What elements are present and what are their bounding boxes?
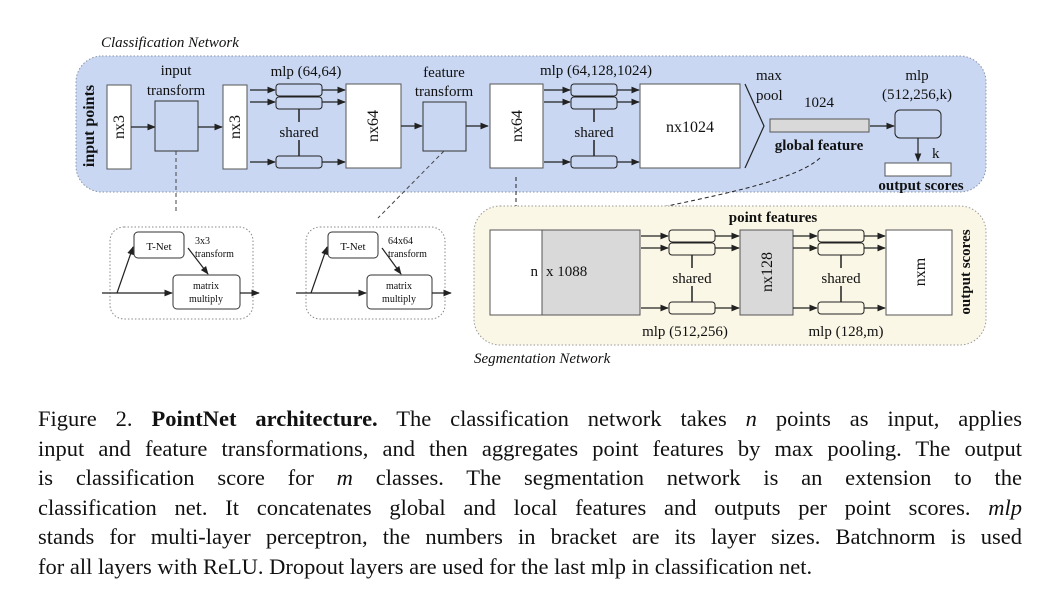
mlp3-block bbox=[894, 109, 942, 139]
transformed-points-block bbox=[222, 84, 248, 170]
maxpool-label-1: max bbox=[756, 68, 782, 84]
nx128-label: nx128 bbox=[759, 252, 776, 292]
caption-line-6: for all layers with ReLU. Dropout layers… bbox=[38, 552, 1022, 582]
nx64-b-block bbox=[489, 83, 544, 169]
transformed-points-label: nx3 bbox=[227, 115, 244, 139]
concat-dim-label: x 1088 bbox=[546, 264, 587, 280]
caption-text: is classification score for bbox=[38, 465, 314, 490]
seg-mlp2-label: mlp (128,m) bbox=[809, 324, 884, 340]
caption-text: input and feature transformations, and t… bbox=[38, 435, 1022, 461]
caption-var-n: n bbox=[745, 406, 757, 431]
feature-transform-block bbox=[422, 101, 467, 152]
feature-transform-label-1: feature bbox=[423, 65, 465, 81]
nxm-label: nxm bbox=[912, 257, 929, 286]
tnet-transform-label-1b: transform bbox=[195, 249, 234, 260]
concat-n-label: n bbox=[531, 264, 539, 280]
output-scores-label: output scores bbox=[878, 178, 963, 194]
dashed-connector bbox=[591, 157, 821, 224]
nx64-b-label: nx64 bbox=[509, 110, 526, 142]
seg-shared-label-1: shared bbox=[672, 271, 712, 287]
caption-line-3: is classification score for m classes. T… bbox=[38, 463, 1022, 493]
caption-line-5: stands for multi-layer perceptron, the n… bbox=[38, 522, 1022, 552]
nx64-block bbox=[345, 83, 402, 169]
input-transform-block bbox=[154, 100, 199, 152]
matrix-multiply-label-1b: multiply bbox=[189, 294, 223, 305]
caption-line-4: classification net. It concatenates glob… bbox=[38, 493, 1022, 523]
classification-title: Classification Network bbox=[101, 35, 239, 51]
tnet-transform-label-2a: 64x64 bbox=[388, 236, 413, 247]
shared-label: shared bbox=[279, 125, 319, 141]
tnet-box-2 bbox=[296, 226, 452, 320]
matrix-multiply-label-2b: multiply bbox=[382, 294, 416, 305]
input-block-label: nx3 bbox=[111, 115, 128, 139]
caption-line-1: Figure 2. PointNet architecture. The cla… bbox=[38, 404, 1022, 434]
feature-transform-label-2: transform bbox=[415, 84, 474, 100]
k-label: k bbox=[932, 146, 940, 162]
concat-local-block bbox=[489, 229, 543, 316]
figure-label: Figure 2. bbox=[38, 406, 133, 431]
caption-text: classification net. It concatenates glob… bbox=[38, 494, 971, 520]
tnet-box-1 bbox=[102, 226, 260, 320]
nx64-label: nx64 bbox=[365, 110, 382, 142]
input-points-label: input points bbox=[81, 85, 98, 167]
figure-caption: Figure 2. PointNet architecture. The cla… bbox=[38, 404, 1022, 581]
caption-text: The classification network takes bbox=[396, 406, 727, 431]
nx1024-block bbox=[639, 83, 741, 169]
segmentation-title: Segmentation Network bbox=[474, 351, 611, 367]
caption-text: for all layers with ReLU. Dropout layers… bbox=[38, 553, 813, 579]
seg-mlp1-label: mlp (512,256) bbox=[642, 324, 728, 340]
mlp1-label: mlp (64,64) bbox=[271, 64, 342, 80]
mlp2-label: mlp (64,128,1024) bbox=[540, 63, 652, 79]
point-features-label: point features bbox=[729, 210, 818, 226]
seg-mlp2-group bbox=[793, 229, 886, 315]
nxm-block bbox=[885, 229, 953, 316]
global-feature-label: global feature bbox=[775, 138, 864, 154]
input-transform-label-1: input bbox=[161, 63, 193, 79]
nx128-block bbox=[739, 229, 794, 316]
tnet-label-1: T-Net bbox=[146, 241, 171, 253]
matrix-multiply-label-2a: matrix bbox=[386, 281, 412, 292]
input-transform-label-2: transform bbox=[147, 83, 206, 99]
pointnet-diagram: Classification Network input points nx3 … bbox=[75, 35, 987, 367]
tnet-label-2: T-Net bbox=[340, 241, 365, 253]
concat-global-block bbox=[541, 229, 641, 316]
caption-line-2: input and feature transformations, and t… bbox=[38, 434, 1022, 464]
tnet-transform-label-2b: transform bbox=[388, 249, 427, 260]
global-dim-label: 1024 bbox=[804, 95, 835, 111]
shared-label-2: shared bbox=[574, 125, 614, 141]
output-scores-block bbox=[884, 162, 952, 177]
caption-title: PointNet architecture. bbox=[151, 406, 378, 431]
nx1024-label: nx1024 bbox=[666, 119, 714, 136]
maxpool-shape bbox=[744, 83, 765, 169]
dashed-connector bbox=[377, 150, 445, 219]
tnet-transform-label-1a: 3x3 bbox=[195, 236, 210, 247]
caption-text: classes. The segmentation network is an … bbox=[375, 465, 1023, 490]
caption-text: stands for multi-layer perceptron, the n… bbox=[38, 524, 1022, 549]
mlp1-group bbox=[250, 83, 346, 169]
caption-var-m: m bbox=[336, 465, 353, 490]
caption-text: points as input, applies bbox=[775, 406, 1023, 431]
mlp3-label-2: (512,256,k) bbox=[882, 87, 952, 103]
mlp3-label-1: mlp bbox=[905, 68, 928, 84]
caption-var-mlp: mlp bbox=[988, 494, 1022, 520]
maxpool-label-2: pool bbox=[756, 88, 783, 104]
mlp2-group bbox=[544, 83, 640, 169]
global-feature-block bbox=[769, 118, 870, 133]
seg-mlp1-group bbox=[641, 229, 740, 315]
seg-output-scores-label: output scores bbox=[958, 229, 974, 314]
seg-shared-label-2: shared bbox=[821, 271, 861, 287]
matrix-multiply-label-1a: matrix bbox=[193, 281, 219, 292]
